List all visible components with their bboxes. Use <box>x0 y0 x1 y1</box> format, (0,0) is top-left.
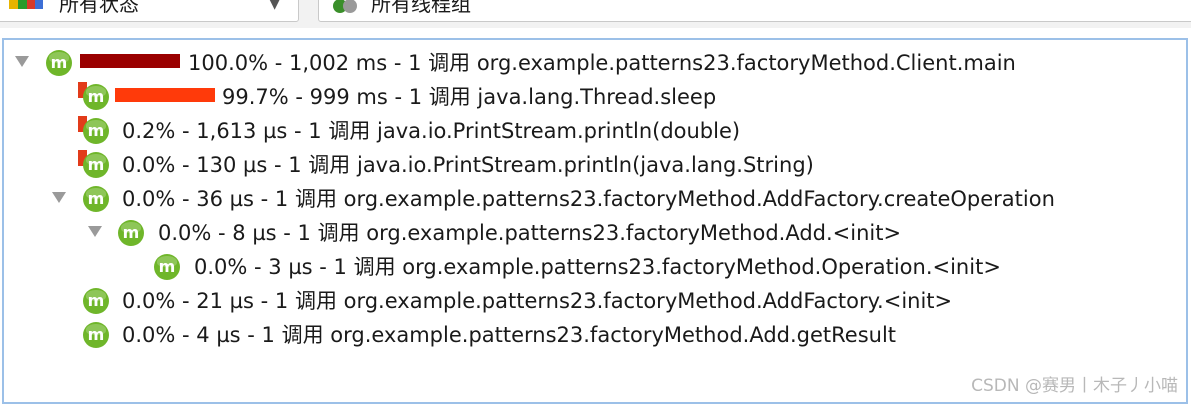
expand-toggle-icon[interactable] <box>88 226 102 237</box>
tree-row[interactable]: m 100.0% - 1,002 ms - 1 调用 org.example.p… <box>12 48 1182 78</box>
expand-toggle-icon[interactable] <box>15 56 29 67</box>
tree-row[interactable]: m 0.0% - 3 µs - 1 调用 org.example.pattern… <box>12 252 1182 282</box>
hotspot-flag-icon <box>78 82 87 98</box>
time-percent-bar <box>80 54 180 68</box>
method-icon: m <box>83 84 109 110</box>
tree-row[interactable]: m 0.0% - 21 µs - 1 调用 org.example.patter… <box>12 286 1182 316</box>
method-icon: m <box>83 152 109 178</box>
method-icon: m <box>83 118 109 144</box>
method-icon: m <box>118 220 144 246</box>
method-icon: m <box>46 50 72 76</box>
call-tree-node-label: 0.0% - 36 µs - 1 调用 org.example.patterns… <box>122 187 1055 211</box>
chevron-down-icon[interactable]: ▼ <box>269 0 280 12</box>
tree-row[interactable]: m 0.0% - 36 µs - 1 调用 org.example.patter… <box>12 184 1182 214</box>
tree-row[interactable]: m 0.2% - 1,613 µs - 1 调用 java.io.PrintSt… <box>12 116 1182 146</box>
call-tree-node-label: 99.7% - 999 ms - 1 调用 java.lang.Thread.s… <box>222 85 717 109</box>
call-tree-node-label: 100.0% - 1,002 ms - 1 调用 org.example.pat… <box>188 51 1016 75</box>
tree-row[interactable]: m 99.7% - 999 ms - 1 调用 java.lang.Thread… <box>12 82 1182 112</box>
call-tree-node-label: 0.0% - 21 µs - 1 调用 org.example.patterns… <box>122 289 953 313</box>
state-filter-label: 所有状态 <box>59 0 139 16</box>
thread-state-icon <box>9 0 43 9</box>
method-icon: m <box>154 254 180 280</box>
call-tree-node-label: 0.0% - 3 µs - 1 调用 org.example.patterns2… <box>194 255 1001 279</box>
call-tree-node-label: 0.0% - 4 µs - 1 调用 org.example.patterns2… <box>122 323 897 347</box>
expand-toggle-icon[interactable] <box>52 192 66 203</box>
tree-row[interactable]: m 0.0% - 130 µs - 1 调用 java.io.PrintStre… <box>12 150 1182 180</box>
time-percent-bar <box>115 88 215 102</box>
method-icon: m <box>83 322 109 348</box>
tree-row[interactable]: m 0.0% - 8 µs - 1 调用 org.example.pattern… <box>12 218 1182 248</box>
method-icon: m <box>83 288 109 314</box>
call-tree-node-label: 0.2% - 1,613 µs - 1 调用 java.io.PrintStre… <box>122 119 741 143</box>
method-icon: m <box>83 186 109 212</box>
call-tree-panel[interactable]: m 100.0% - 1,002 ms - 1 调用 org.example.p… <box>2 38 1188 404</box>
hotspot-flag-icon <box>78 116 87 132</box>
call-tree-node-label: 0.0% - 8 µs - 1 调用 org.example.patterns2… <box>158 221 902 245</box>
state-filter-dropdown[interactable]: 所有状态 ▼ <box>0 0 299 22</box>
thread-group-filter-dropdown[interactable]: 所有线程组 <box>318 0 1191 22</box>
watermark: CSDN @赛男丨木子丿小喵 <box>971 376 1178 396</box>
hotspot-flag-icon <box>78 150 87 166</box>
call-tree-node-label: 0.0% - 130 µs - 1 调用 java.io.PrintStream… <box>122 153 814 177</box>
thread-group-filter-label: 所有线程组 <box>371 0 471 16</box>
filter-bar: 所有状态 ▼ 所有线程组 <box>0 0 1191 28</box>
thread-group-icon <box>333 0 363 15</box>
tree-row[interactable]: m 0.0% - 4 µs - 1 调用 org.example.pattern… <box>12 320 1182 350</box>
